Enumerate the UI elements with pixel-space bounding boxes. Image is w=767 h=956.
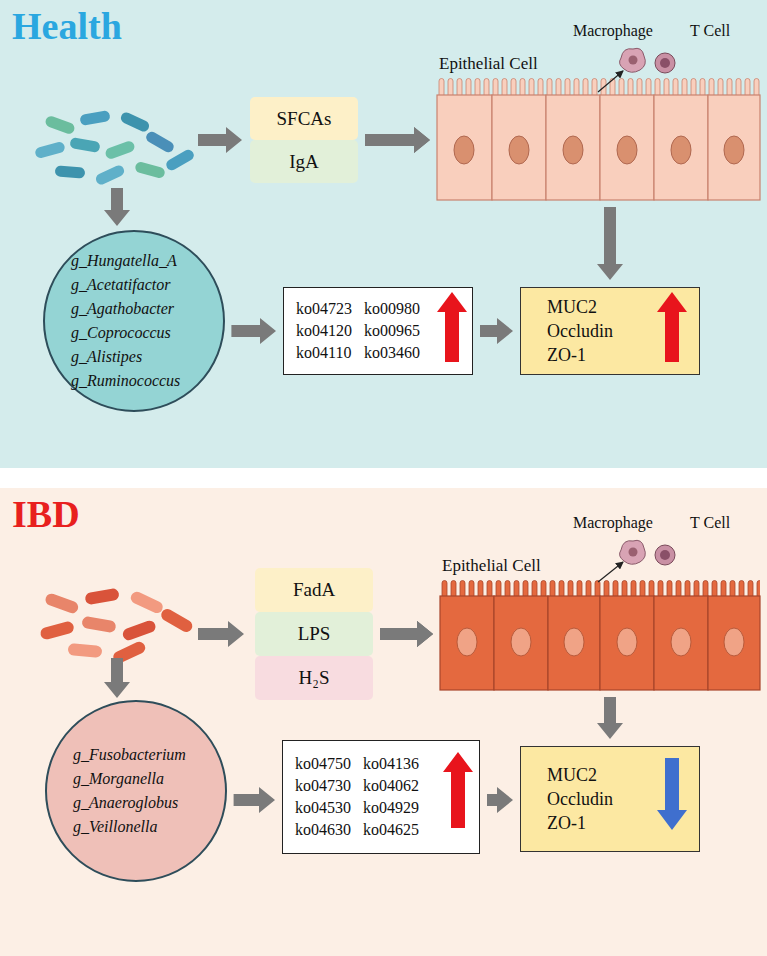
epithelium-illustration (437, 78, 760, 200)
flow-arrow (487, 787, 513, 813)
genus-name: g_Alistipes (71, 345, 142, 369)
barrier-protein: MUC2 (547, 295, 597, 319)
flow-arrow (365, 127, 430, 153)
factor-box: FadA (255, 568, 373, 612)
cell-label: Macrophage (573, 22, 653, 40)
ko-id: ko00965 (364, 322, 420, 340)
ko-id: ko04630 (295, 821, 351, 839)
genus-name: g_Morganella (73, 767, 164, 791)
factor-box: SFCAs (250, 97, 358, 140)
genus-name: g_Ruminococcus (71, 369, 180, 393)
ko-id: ko04530 (295, 799, 351, 817)
pathway-box: ko04723 ko00980 ko04120 ko00965 ko04110 ko034… (283, 287, 473, 375)
flow-arrow (480, 318, 513, 344)
factor-box: H₂S (255, 656, 373, 700)
barrier-box: MUC2OccludinZO-1 (520, 746, 700, 852)
change-arrows (437, 292, 687, 830)
flow-arrow (597, 207, 623, 280)
ko-id: ko04723 (296, 300, 352, 318)
genus-name: g_Coprococcus (71, 321, 171, 345)
epithelium-layer: Epithelial Cell (437, 78, 760, 200)
cell-label: Macrophage (573, 514, 653, 532)
factor-label: IgA (289, 151, 319, 173)
factor-label: SFCAs (277, 108, 332, 130)
genus-name: g_Fusobacterium (73, 743, 186, 767)
flow-arrows (104, 127, 244, 698)
bacteria-cluster (39, 588, 194, 665)
factor-label: H₂S (299, 667, 330, 689)
genus-name: g_Agathobacter (71, 297, 174, 321)
factor-box: IgA (250, 140, 358, 183)
genus-name: g_Anaeroglobus (73, 791, 178, 815)
genus-name: g_Veillonella (73, 815, 157, 839)
flow-arrow (380, 621, 433, 647)
ko-id: ko04062 (363, 777, 419, 795)
cell-label: T Cell (690, 514, 730, 532)
flow-arrow (234, 787, 275, 813)
flow-arrow (380, 621, 433, 647)
ko-id: ko04730 (295, 777, 351, 795)
barrier-protein: MUC2 (547, 763, 597, 787)
barrier-protein: ZO-1 (547, 343, 586, 367)
layer-label: Epithelial Cell (439, 54, 538, 74)
barrier-protein: Occludin (547, 787, 613, 811)
flow-arrow (380, 621, 433, 647)
ko-id: ko04625 (363, 821, 419, 839)
epithelium-layer: Epithelial Cell (440, 580, 760, 690)
pathway-box: ko04750 ko04136 ko04730 ko04062 ko04530 ko049… (282, 740, 480, 854)
panel-title: Health (12, 4, 122, 48)
factor-box: LPS (255, 612, 373, 656)
layer-label: Epithelial Cell (442, 556, 541, 576)
bacteria-cluster (34, 110, 196, 186)
ko-id: ko04750 (295, 755, 351, 773)
ko-id: ko04120 (296, 322, 352, 340)
barrier-box: MUC2OccludinZO-1 (520, 287, 700, 375)
genus-circle: g_Hungatella_Ag_Acetatifactorg_Agathobac… (43, 230, 225, 412)
ko-id: ko03460 (364, 344, 420, 362)
ko-id: ko04110 (296, 344, 352, 362)
ko-id: ko04136 (363, 755, 419, 773)
panel-title: IBD (12, 492, 80, 536)
ko-id: ko00980 (364, 300, 420, 318)
factor-label: FadA (293, 579, 335, 601)
flow-arrow (597, 697, 623, 739)
factor-label: LPS (298, 623, 331, 645)
genus-circle: g_Fusobacteriumg_Morganellag_Anaeroglobu… (45, 700, 227, 882)
flow-arrow (365, 127, 430, 153)
cell-label: T Cell (690, 22, 730, 40)
ko-id: ko04929 (363, 799, 419, 817)
genus-name: g_Hungatella_A (71, 249, 177, 273)
barrier-protein: Occludin (547, 319, 613, 343)
epithelium-illustration (440, 580, 760, 690)
genus-name: g_Acetatifactor (71, 273, 171, 297)
health-panel: HealthSFCAsIgA Epithelial Cell g_Hungatell… (0, 0, 767, 468)
flow-arrow (231, 318, 276, 344)
ibd-panel: IBD FadA LPS H₂S Epithelial Cell g_Fusobacter… (0, 488, 767, 956)
barrier-protein: ZO-1 (547, 811, 586, 835)
immune-cell-icons (598, 48, 675, 582)
